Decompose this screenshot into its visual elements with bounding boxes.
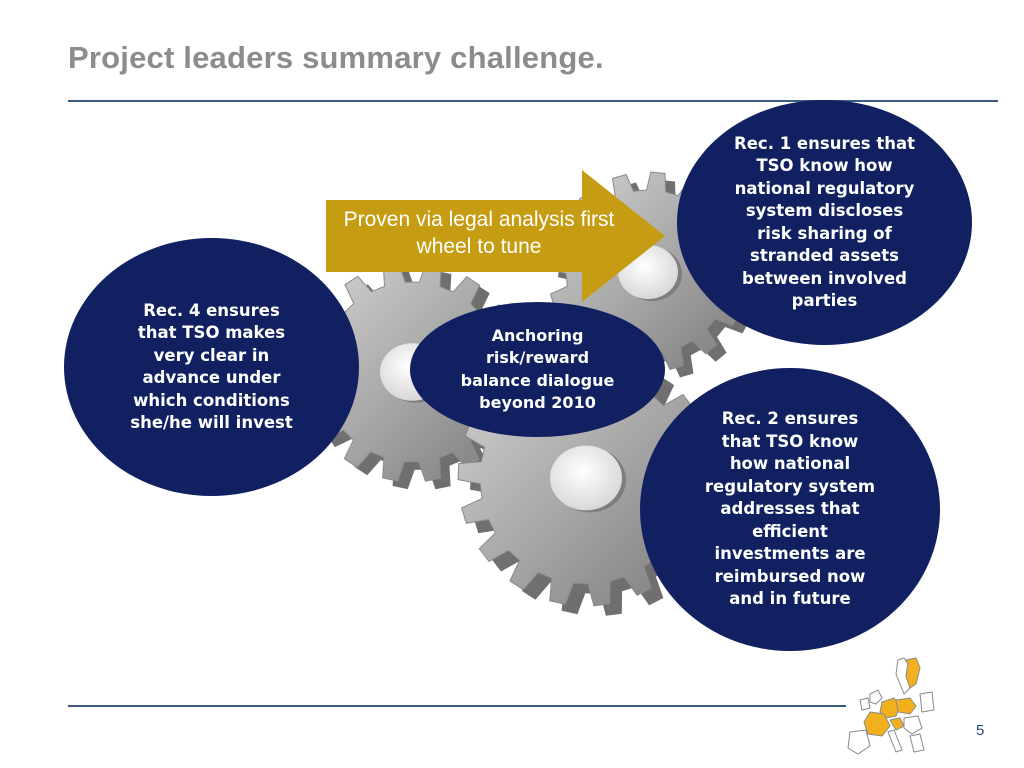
center-bubble: Anchoring risk/reward balance dialogue b… — [410, 302, 665, 437]
arrow-label: Proven via legal analysis first wheel to… — [343, 208, 615, 258]
rec2-text: Rec. 2 ensures that TSO know how nationa… — [704, 409, 876, 609]
center-bubble-text: Anchoring risk/reward balance dialogue b… — [460, 325, 615, 413]
europe-map-icon — [847, 657, 935, 755]
title-divider — [68, 100, 998, 102]
page-number: 5 — [976, 722, 985, 739]
arrow-shape — [326, 170, 665, 302]
rec4-text: Rec. 4 ensures that TSO makes very clear… — [130, 300, 293, 433]
footer-divider — [68, 705, 846, 707]
rec4-bubble: Rec. 4 ensures that TSO makes very clear… — [64, 238, 359, 496]
rec2-bubble: Rec. 2 ensures that TSO know how nationa… — [640, 368, 940, 651]
rec1-text: Rec. 1 ensures that TSO know how nationa… — [734, 133, 915, 311]
rec1-bubble: Rec. 1 ensures that TSO know how nationa… — [677, 100, 972, 345]
page-title: Project leaders summary challenge. — [68, 40, 604, 75]
